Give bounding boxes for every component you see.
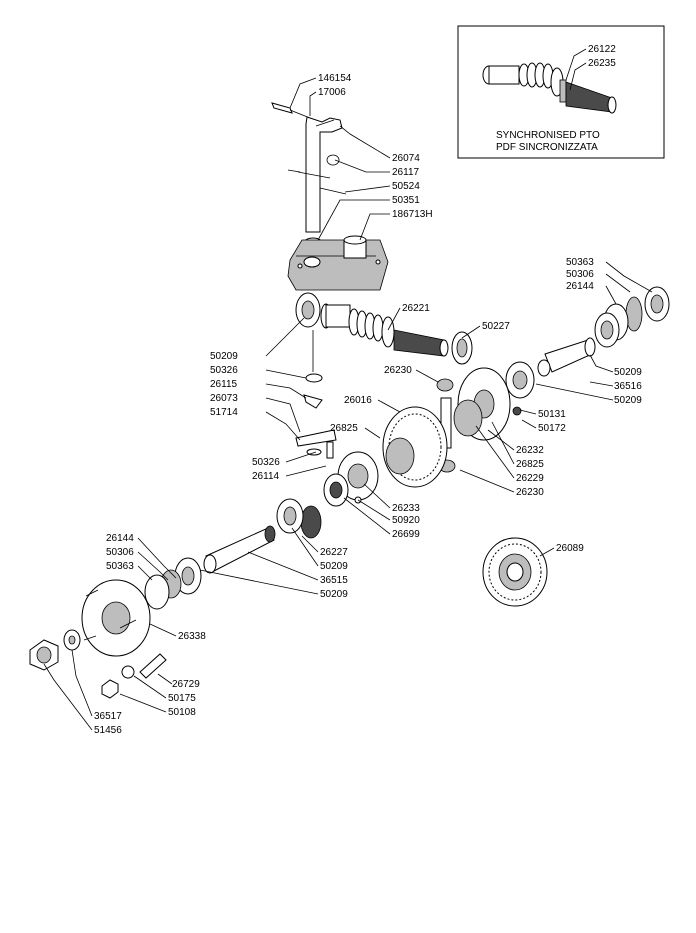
label-26117: 26117 <box>392 167 420 178</box>
label-50227: 50227 <box>482 321 510 332</box>
label-50524: 50524 <box>392 181 420 192</box>
label-36515: 36515 <box>320 575 348 586</box>
label-50108: 50108 <box>168 707 196 718</box>
inset-synchronised-pto: 26122 26235 SYNCHRONISED PTO PDF SINCRON… <box>457 25 665 159</box>
label-146154: 146154 <box>318 73 352 84</box>
label-50363-right: 50363 <box>566 257 594 268</box>
label-26229: 26229 <box>516 473 544 484</box>
leader-lines <box>43 77 653 731</box>
shift-fork-group <box>295 330 337 459</box>
label-50131: 50131 <box>538 409 566 420</box>
inset-caption-it: PDF SINCRONIZZATA <box>496 142 598 153</box>
label-26073: 26073 <box>210 393 238 404</box>
gearbox-cover <box>287 235 389 291</box>
center-gear-train <box>276 451 379 539</box>
differential-assembly <box>382 367 522 488</box>
label-50306-left: 50306 <box>106 547 134 558</box>
label-50209-b: 50209 <box>614 367 642 378</box>
label-26232: 26232 <box>516 445 544 456</box>
label-26729: 26729 <box>172 679 200 690</box>
output-flange-26338 <box>29 579 151 671</box>
label-26221: 26221 <box>402 303 430 314</box>
label-50209-c: 50209 <box>614 395 642 406</box>
inset-label-26122: 26122 <box>588 44 616 55</box>
shift-lever-assembly <box>271 102 347 249</box>
label-26338: 26338 <box>178 631 206 642</box>
label-50209-d: 50209 <box>320 561 348 572</box>
label-26114: 26114 <box>252 471 280 482</box>
label-50326-a: 50326 <box>210 365 238 376</box>
label-36516: 36516 <box>614 381 642 392</box>
label-50175: 50175 <box>168 693 196 704</box>
ring-gear-26089 <box>482 537 548 607</box>
label-50326-b: 50326 <box>252 457 280 468</box>
label-50209-e: 50209 <box>320 589 348 600</box>
lower-shaft-36515 <box>144 525 276 610</box>
label-26233: 26233 <box>392 503 420 514</box>
label-26230-b: 26230 <box>516 487 544 498</box>
label-26115: 26115 <box>210 379 238 390</box>
label-50363-left: 50363 <box>106 561 134 572</box>
label-26227: 26227 <box>320 547 348 558</box>
label-26144-right: 26144 <box>566 281 594 292</box>
label-36517: 36517 <box>94 711 122 722</box>
inset-label-26235: 26235 <box>588 58 616 69</box>
small-fasteners <box>101 653 167 699</box>
label-26699: 26699 <box>392 529 420 540</box>
label-26074: 26074 <box>392 153 420 164</box>
inset-shaft-drawing <box>482 62 617 114</box>
label-50209-a: 50209 <box>210 351 238 362</box>
label-26230-a: 26230 <box>384 365 412 376</box>
label-26144-left: 26144 <box>106 533 134 544</box>
inset-caption-en: SYNCHRONISED PTO <box>496 130 600 141</box>
label-17006: 17006 <box>318 87 346 98</box>
label-50172: 50172 <box>538 423 566 434</box>
label-186713h: 186713H <box>392 209 433 220</box>
label-51456: 51456 <box>94 725 122 736</box>
part-labels: 146154 17006 26074 26117 50524 50351 186… <box>94 73 642 736</box>
label-26825-a: 26825 <box>330 423 358 434</box>
label-51714: 51714 <box>210 407 238 418</box>
label-50351: 50351 <box>392 195 420 206</box>
label-26089: 26089 <box>556 543 584 554</box>
label-50306-right: 50306 <box>566 269 594 280</box>
label-26016: 26016 <box>344 395 372 406</box>
upper-shaft-26221 <box>295 292 473 365</box>
right-bearing-stack <box>505 286 670 399</box>
label-50920: 50920 <box>392 515 420 526</box>
label-26825-b: 26825 <box>516 459 544 470</box>
